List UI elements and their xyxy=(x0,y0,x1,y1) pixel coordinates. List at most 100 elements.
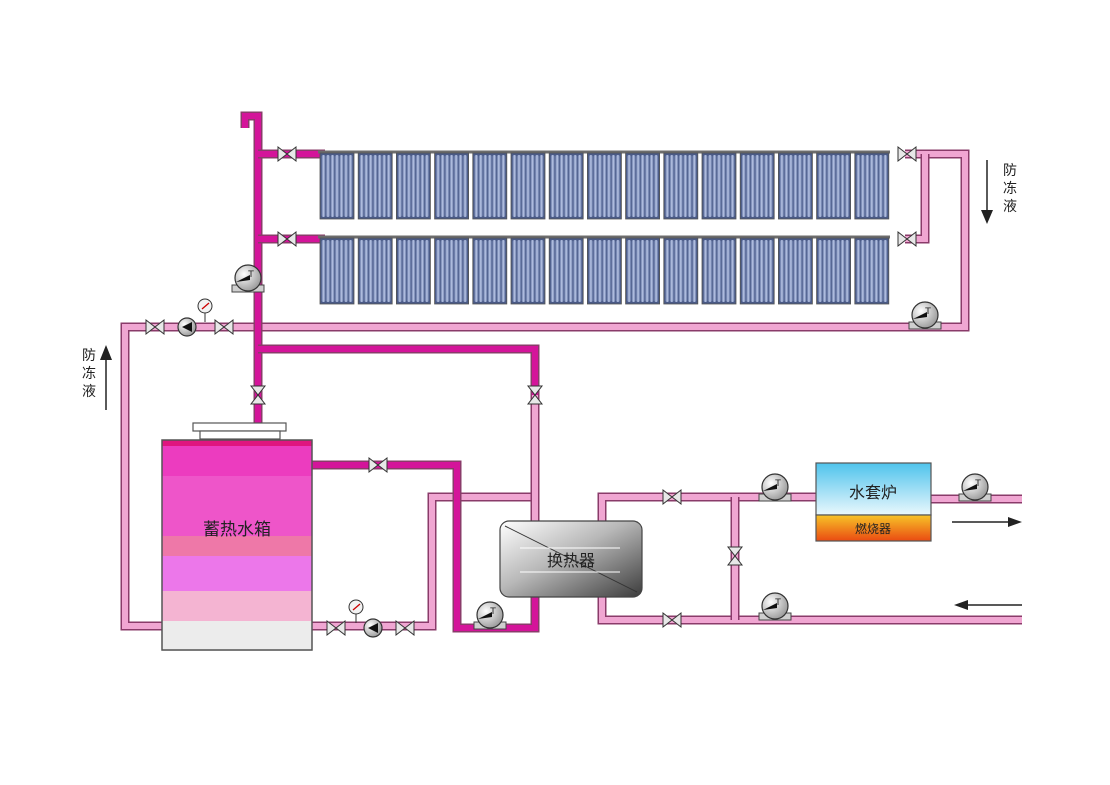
valve-antifreeze-2 xyxy=(214,318,234,336)
collector-panel xyxy=(319,237,355,305)
collector-panel xyxy=(395,152,431,220)
temperature-sensor-hx: T xyxy=(473,601,507,630)
arrow-right-icon xyxy=(1008,517,1022,527)
temperature-sensor-boiler-supply: T xyxy=(758,473,792,502)
tank-layer xyxy=(162,621,312,651)
tank-layer xyxy=(162,556,312,592)
boiler: 水套炉 燃烧器 xyxy=(815,462,932,542)
antifreeze-label-left: 防 冻 液 xyxy=(82,345,112,410)
solar-collector-array xyxy=(318,150,890,305)
collector-panel xyxy=(625,152,660,220)
collector-panel xyxy=(548,237,584,305)
burner-body xyxy=(815,514,932,542)
antifreeze-right-char-3: 液 xyxy=(1003,199,1017,215)
collector-panel xyxy=(319,152,355,220)
tank-layer xyxy=(162,446,312,477)
tank-neck xyxy=(199,430,281,440)
tank-lid xyxy=(192,422,287,432)
pipe-hot-to-hx xyxy=(258,344,540,395)
collector-panel xyxy=(548,152,584,220)
valve-collector-row1-outlet xyxy=(897,145,917,163)
svg-text:T: T xyxy=(247,270,254,280)
pipe-boiler-return xyxy=(597,573,1022,625)
valve-collector-row2-outlet xyxy=(897,230,917,248)
antifreeze-right-char-1: 防 xyxy=(1003,163,1017,179)
antifreeze-left-char-3: 液 xyxy=(82,384,96,400)
heat-exchanger-label: 换热器 xyxy=(547,551,595,570)
valve-tank-inlet xyxy=(249,385,267,405)
valve-collector-row2-inlet xyxy=(277,230,297,248)
collector-panel xyxy=(701,152,737,220)
collector-panel xyxy=(587,152,622,220)
valve-hx-hot-inlet xyxy=(526,385,544,405)
collector-panel xyxy=(357,237,393,305)
collector-panel xyxy=(472,237,508,305)
collector-panel xyxy=(587,237,622,305)
tank-label: 蓄热水箱 xyxy=(203,520,271,540)
antifreeze-label-right: 防 冻 液 xyxy=(981,160,1017,224)
antifreeze-left-char-1: 防 xyxy=(82,348,96,364)
svg-text:T: T xyxy=(924,307,931,317)
collector-panel xyxy=(663,152,699,220)
equipment-layer: T T T T T T xyxy=(145,145,992,638)
collector-panel xyxy=(510,237,546,305)
burner-label: 燃烧器 xyxy=(855,521,891,536)
collector-panel xyxy=(854,237,890,305)
pipe-collector-row2-outlet xyxy=(905,154,930,244)
collector-row-1 xyxy=(318,150,890,220)
circulation-pump-antifreeze xyxy=(177,317,197,337)
pipe-antifreeze-outlet xyxy=(258,149,970,332)
pressure-gauge-antifreeze xyxy=(197,298,213,322)
svg-text:T: T xyxy=(774,479,781,489)
antifreeze-left-char-2: 冻 xyxy=(82,365,96,382)
tank-layer xyxy=(162,536,312,557)
flow-arrow-out xyxy=(952,517,1022,527)
collector-panel xyxy=(854,152,890,220)
temperature-sensor-antifreeze: T xyxy=(908,301,942,330)
boiler-body xyxy=(815,462,932,516)
collector-panel xyxy=(778,152,813,220)
collector-panel xyxy=(357,152,393,220)
collector-panel xyxy=(510,152,546,220)
storage-tank: 蓄热水箱 xyxy=(161,422,313,651)
flow-arrow-return xyxy=(954,600,1022,610)
collector-panel xyxy=(739,152,775,220)
tank-outline xyxy=(161,439,313,651)
collector-panel xyxy=(816,152,851,220)
arrow-left-icon xyxy=(954,600,968,610)
heat-exchanger: 换热器 xyxy=(499,520,643,598)
arrow-up-head xyxy=(100,345,112,360)
tank-layers xyxy=(162,440,312,651)
pressure-gauge-tank xyxy=(348,599,364,623)
collector-panel xyxy=(625,237,660,305)
circulation-pump-tank xyxy=(363,618,383,638)
temperature-sensor-boiler-return: T xyxy=(758,592,792,621)
arrow-down-head xyxy=(981,210,993,224)
valve-antifreeze-1 xyxy=(145,318,165,336)
svg-text:T: T xyxy=(774,598,781,608)
collector-panel xyxy=(663,237,699,305)
antifreeze-right-char-2: 冻 xyxy=(1003,180,1017,197)
collector-panel xyxy=(701,237,737,305)
collector-panel xyxy=(434,237,470,305)
heat-exchanger-diagonal xyxy=(504,525,638,593)
collector-panel xyxy=(739,237,775,305)
collector-panel xyxy=(816,237,851,305)
pipe-tank-to-hx xyxy=(312,460,540,633)
valve-tank-return-1 xyxy=(326,619,346,637)
valve-bypass xyxy=(726,546,744,566)
boiler-label: 水套炉 xyxy=(849,483,897,502)
valve-tank-return-2 xyxy=(395,619,415,637)
valve-tank-outlet xyxy=(368,456,388,474)
tank-layer xyxy=(162,591,312,622)
collector-panel xyxy=(395,237,431,305)
temperature-sensor-boiler-outlet: T xyxy=(958,473,992,502)
tank-layer xyxy=(162,476,312,537)
collector-panel xyxy=(472,152,508,220)
valve-collector-row1-inlet xyxy=(277,145,297,163)
valve-boiler-return xyxy=(662,611,682,629)
tank-layer xyxy=(162,440,312,447)
valve-boiler-supply xyxy=(662,488,682,506)
svg-text:T: T xyxy=(974,479,981,489)
